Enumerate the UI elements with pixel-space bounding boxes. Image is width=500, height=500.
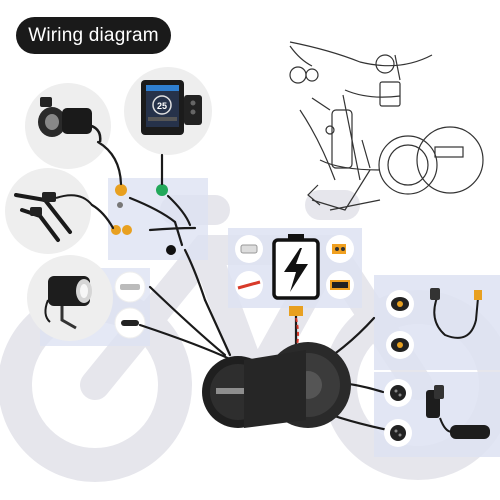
yellow-plug-3	[122, 225, 132, 235]
throttle-connector-1	[384, 379, 412, 407]
battery-connector-2	[235, 271, 263, 299]
lcd-display-circle: 25	[124, 67, 212, 155]
pin-connector	[117, 202, 123, 208]
gear-sensor-connector	[386, 331, 414, 359]
title-text: Wiring diagram	[28, 24, 159, 46]
yellow-plug	[115, 184, 127, 196]
battery-connector-3	[326, 235, 354, 263]
black-plug	[166, 245, 176, 255]
headlight-circle	[27, 255, 113, 341]
speed-sensor-connector	[386, 290, 414, 318]
battery-connector-1	[235, 235, 263, 263]
battery-icon	[272, 234, 320, 300]
mid-drive-motor	[202, 342, 351, 428]
headlight-connector-bottom	[114, 307, 146, 339]
xt60-connector	[289, 306, 303, 316]
cable-harness	[90, 140, 390, 432]
green-plug	[156, 184, 168, 196]
title-badge: Wiring diagram	[16, 17, 171, 54]
headlight-connector-top	[114, 271, 146, 303]
battery-connector-4	[326, 271, 354, 299]
lcd-speed-readout: 25	[157, 101, 167, 111]
speed-sensor-cable	[430, 288, 482, 339]
bike-line-art	[289, 41, 484, 211]
throttle-connector-2	[384, 419, 412, 447]
thumb-throttle-circle	[25, 83, 111, 169]
brake-levers-circle	[5, 168, 93, 254]
thumb-throttle-alt	[426, 385, 490, 439]
